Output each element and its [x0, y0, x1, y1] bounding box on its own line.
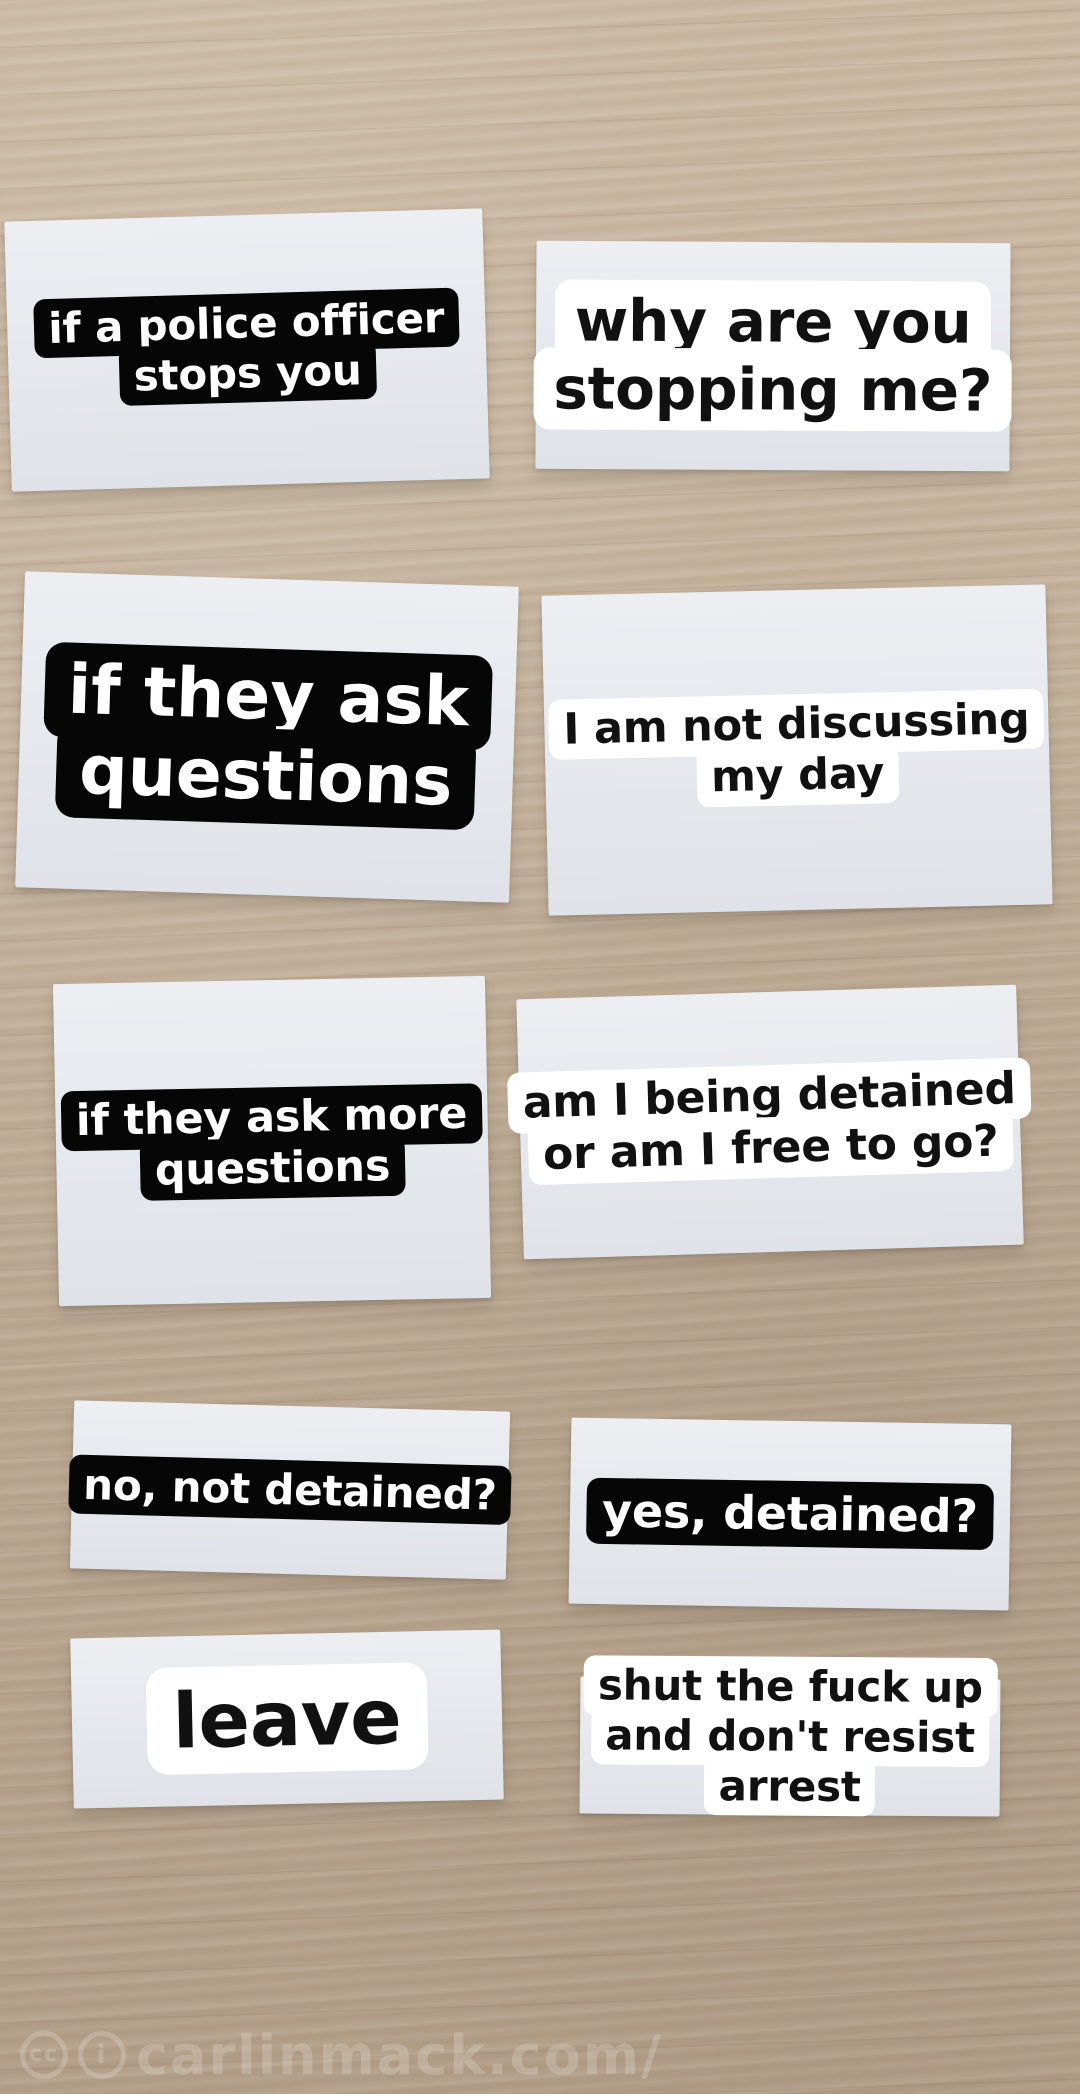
dark-label: no, not detained? — [68, 1454, 512, 1526]
paper-card: leave — [70, 1629, 504, 1809]
watermark: cc i carlinmack.com/ — [20, 2024, 1000, 2087]
label-line: no, not detained? — [68, 1454, 512, 1526]
light-label: why are you stopping me? — [533, 279, 1013, 433]
paper-card: if a police officer stops you — [4, 208, 490, 492]
paper-card: yes, detained? — [568, 1417, 1012, 1611]
dark-label: if they ask more questions — [60, 1083, 484, 1201]
label-line: arrest — [704, 1755, 876, 1816]
label-line: stops you — [118, 339, 377, 406]
label-line: leave — [145, 1662, 429, 1776]
light-label: shut the fuck up and don't resist arrest — [583, 1655, 998, 1816]
paper-card: if they ask questions — [15, 571, 519, 903]
label-line: stopping me? — [533, 347, 1013, 433]
dark-label: yes, detained? — [586, 1478, 994, 1550]
dark-label: if they ask questions — [41, 641, 494, 831]
paper-card: I am not discussing my day — [541, 584, 1053, 916]
label-line: questions — [139, 1135, 406, 1201]
paper-card: shut the fuck up and don't resist arrest — [579, 1655, 1001, 1817]
paper-card: no, not detained? — [68, 1400, 512, 1580]
dark-label: if a police officer stops you — [33, 287, 460, 406]
attribution-icon: i — [78, 2031, 126, 2079]
paper-card: if they ask more questions — [52, 975, 492, 1307]
light-label: am I being detained or am I free to go? — [506, 1057, 1033, 1186]
light-label: leave — [145, 1662, 429, 1776]
watermark-text: carlinmack.com/ — [136, 2023, 663, 2087]
label-line: yes, detained? — [586, 1478, 994, 1550]
paper-card: why are you stopping me? — [533, 240, 1013, 472]
light-label: I am not discussing my day — [548, 688, 1046, 808]
label-line: my day — [695, 742, 900, 808]
creative-commons-icon: cc — [20, 2031, 68, 2079]
label-line: questions — [54, 722, 477, 831]
paper-card: am I being detained or am I free to go? — [506, 984, 1032, 1260]
